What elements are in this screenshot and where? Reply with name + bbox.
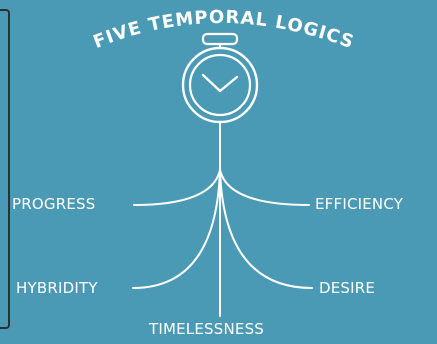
branch-label-desire: DESIRE [319,279,376,297]
branch-line-efficiency [219,169,310,206]
branch-label-progress: PROGRESS [12,195,96,213]
diagram-title-text: FIVE TEMPORAL LOGICS [90,7,356,53]
branch-label-hybridity: HYBRIDITY [16,279,98,297]
branch-label-efficiency: EFFICIENCY [315,195,404,213]
diagram-title: FIVE TEMPORAL LOGICS [90,7,357,53]
branch-label-timelessness: TIMELESSNESS [149,320,265,338]
branch-line-progress [133,169,221,206]
branch-line-hybridity [132,169,221,289]
left-frame-edge [0,9,10,329]
stopwatch-icon [181,32,259,124]
branch-line-desire [219,169,313,289]
branch-lines [132,121,313,317]
